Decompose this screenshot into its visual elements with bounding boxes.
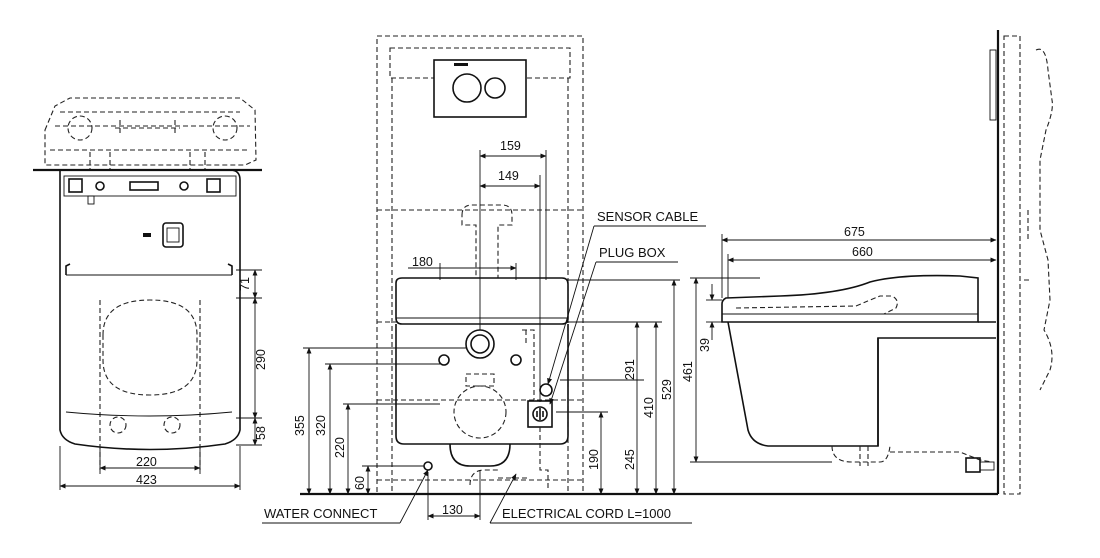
dim-60: 60	[353, 476, 367, 490]
dim-660: 660	[852, 245, 873, 259]
dim-290: 290	[254, 349, 268, 370]
rear-view-top-dimensions: 159 149 180	[408, 139, 547, 280]
dim-675: 675	[844, 225, 865, 239]
front-view-dimensions: 71 290 58 220 423	[59, 269, 268, 490]
dim-245: 245	[623, 449, 637, 470]
dim-159: 159	[500, 139, 521, 153]
dim-423: 423	[136, 473, 157, 487]
label-plug-box: PLUG BOX	[599, 245, 666, 260]
rear-view-right-dimensions: 190 245 291 410 529	[556, 279, 680, 495]
dim-130: 130	[442, 503, 463, 517]
dim-529: 529	[660, 379, 674, 400]
side-view: 675 660 461 39	[681, 30, 1053, 496]
label-sensor-cable: SENSOR CABLE	[597, 209, 698, 224]
dim-291: 291	[623, 359, 637, 380]
front-view-lid-outline	[44, 97, 257, 170]
dim-71: 71	[238, 277, 252, 291]
toilet-rear-body	[395, 277, 569, 490]
dim-58: 58	[254, 426, 268, 440]
side-view-dimensions: 675 660 461 39	[681, 225, 997, 463]
dim-355: 355	[293, 415, 307, 436]
rear-view-left-dimensions: 355 320 220 60 130	[293, 347, 481, 520]
front-view: 71 290 58 220 423	[33, 97, 268, 490]
flush-plate	[433, 59, 527, 118]
remote-panel-icon	[143, 222, 184, 248]
dim-190: 190	[587, 449, 601, 470]
side-view-bowl	[727, 321, 996, 473]
rear-view: 159 149 180 SENSOR CABLE PLUG BOX WATER …	[262, 35, 706, 524]
dim-39: 39	[698, 338, 712, 352]
label-water-connect: WATER CONNECT	[264, 506, 377, 521]
bowl-opening-outline	[102, 299, 198, 396]
callouts: SENSOR CABLE PLUG BOX WATER CONNECT ELEC…	[262, 209, 706, 524]
dim-461: 461	[681, 361, 695, 382]
front-view-bowl	[59, 169, 241, 451]
dim-320: 320	[314, 415, 328, 436]
side-view-seat	[721, 274, 979, 323]
label-electrical-cord: ELECTRICAL CORD L=1000	[502, 506, 671, 521]
dim-149: 149	[498, 169, 519, 183]
dim-180: 180	[412, 255, 433, 269]
dim-220-front: 220	[136, 455, 157, 469]
dim-410: 410	[642, 397, 656, 418]
dim-220-rear: 220	[333, 437, 347, 458]
